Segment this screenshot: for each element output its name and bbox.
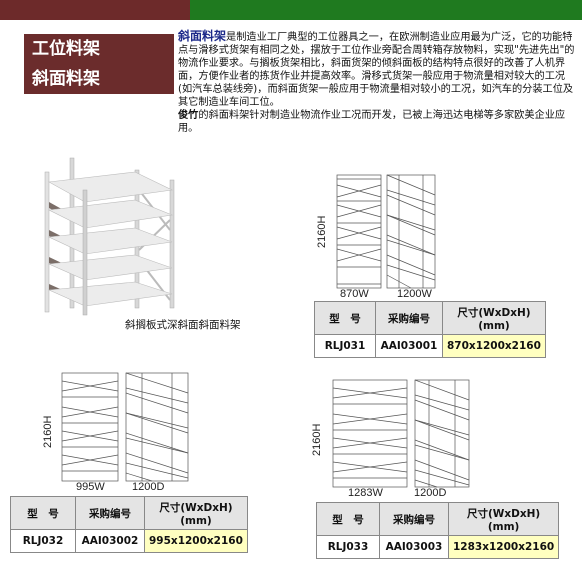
header-code: 采购编号	[375, 301, 443, 335]
header-model: 型 号	[316, 502, 380, 536]
top-banner-left	[0, 0, 190, 20]
intro-text: 斜面料架是制造业工厂典型的工位器具之一，在欧洲制造业应用最为广泛，它的功能特点与…	[178, 30, 576, 135]
rack-diagram-2	[61, 372, 189, 482]
dim-width-1: 870W	[340, 288, 369, 300]
dim-width-2: 995W	[76, 481, 105, 493]
code-cell: AAI03003	[379, 535, 449, 559]
dim-depth-3: 1200D	[414, 487, 447, 499]
dim-height-2: 2160H	[42, 415, 54, 448]
size-cell: 1283x1200x2160	[447, 535, 560, 559]
spec-table-2: 型 号 采购编号 尺寸(WxDxH)(mm) RLJ032 AAI03002 9…	[10, 496, 248, 553]
intro-brand: 俊竹	[178, 110, 199, 121]
header-model: 型 号	[314, 301, 376, 335]
spec-header-row: 型 号 采购编号 尺寸(WxDxH)(mm)	[314, 301, 546, 335]
header-model: 型 号	[10, 496, 76, 530]
rack-diagram-3	[332, 379, 470, 488]
model-cell: RLJ032	[10, 529, 76, 553]
rack-shelves	[47, 171, 174, 307]
spec-header-row: 型 号 采购编号 尺寸(WxDxH)(mm)	[316, 502, 560, 536]
model-cell: RLJ031	[314, 334, 376, 358]
spec-row: RLJ033 AAI03003 1283x1200x2160	[316, 535, 560, 559]
top-banner	[0, 0, 582, 20]
header-size: 尺寸(WxDxH)(mm)	[442, 301, 546, 335]
spec-row: RLJ032 AAI03002 995x1200x2160	[10, 529, 248, 553]
rack-diagram-1	[336, 174, 436, 289]
code-cell: AAI03001	[375, 334, 443, 358]
header-code: 采购编号	[75, 496, 145, 530]
subcategory-label: 斜面料架	[24, 64, 174, 94]
intro-highlight: 斜面料架	[178, 29, 227, 43]
spec-table-1: 型 号 采购编号 尺寸(WxDxH)(mm) RLJ031 AAI03001 8…	[314, 301, 546, 358]
dim-width-3: 1283W	[348, 487, 383, 499]
intro-para2: 的斜面料架针对制造业物流作业工况而开发，已被上海迅达电梯等多家欧美企业应用。	[178, 110, 566, 134]
spec-table-3: 型 号 采购编号 尺寸(WxDxH)(mm) RLJ033 AAI03003 1…	[316, 502, 560, 559]
dim-depth-2: 1200D	[132, 481, 165, 493]
header-size: 尺寸(WxDxH)(mm)	[144, 496, 248, 530]
category-label: 工位料架	[24, 34, 174, 64]
rack-photo	[44, 157, 175, 316]
header-size: 尺寸(WxDxH)(mm)	[447, 502, 560, 536]
photo-caption: 斜搁板式深斜面斜面料架	[125, 319, 241, 331]
size-cell: 870x1200x2160	[442, 334, 546, 358]
size-cell: 995x1200x2160	[144, 529, 248, 553]
spec-row: RLJ031 AAI03001 870x1200x2160	[314, 334, 546, 358]
dim-depth-1: 1200W	[397, 288, 432, 300]
dim-height-1: 2160H	[316, 215, 328, 248]
dim-height-3: 2160H	[311, 423, 323, 456]
top-banner-right	[190, 0, 582, 20]
intro-para1: 是制造业工厂典型的工位器具之一，在欧洲制造业应用最为广泛，它的功能特点与滑移式货…	[178, 32, 575, 108]
code-cell: AAI03002	[75, 529, 145, 553]
spec-header-row: 型 号 采购编号 尺寸(WxDxH)(mm)	[10, 496, 248, 530]
model-cell: RLJ033	[316, 535, 380, 559]
header-code: 采购编号	[379, 502, 449, 536]
